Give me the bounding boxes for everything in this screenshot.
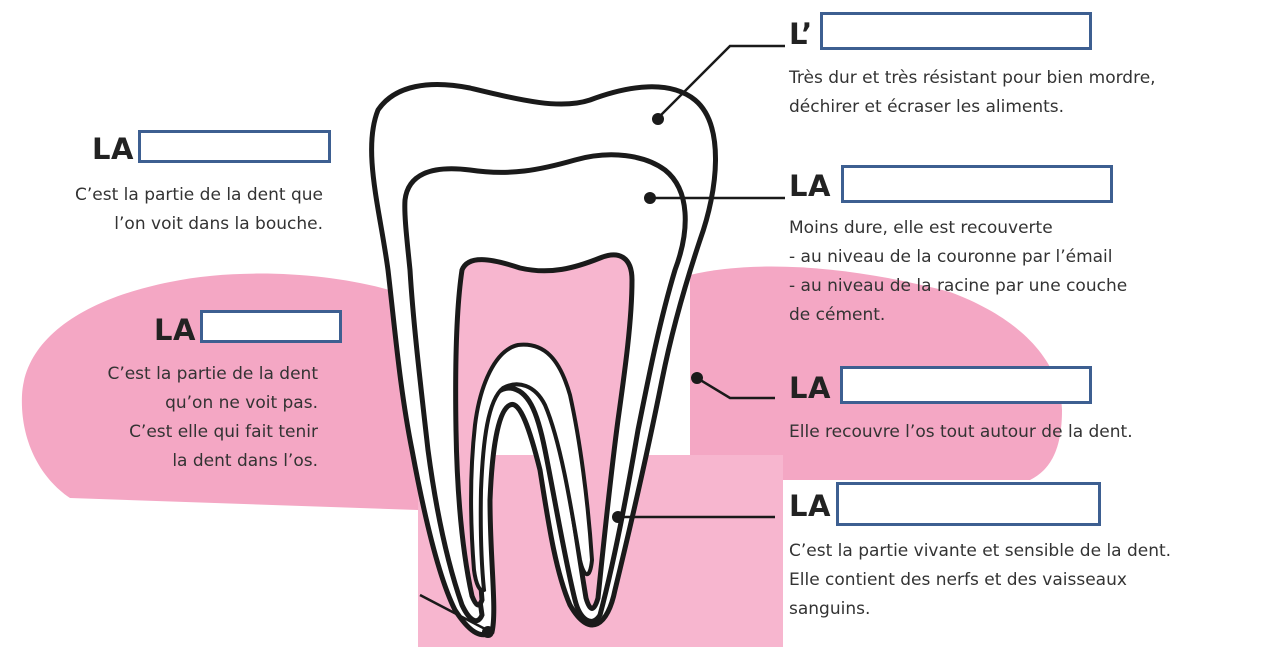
- enamel-line: déchirer et écraser les aliments.: [789, 93, 1156, 122]
- enamel-description: Très dur et très résistant pour bien mor…: [789, 64, 1156, 122]
- pulp-line: sanguins.: [789, 595, 1171, 624]
- gum-description: Elle recouvre l’os tout autour de la den…: [789, 418, 1133, 447]
- gum-line: Elle recouvre l’os tout autour de la den…: [789, 418, 1133, 447]
- dentin-title: LA: [789, 172, 831, 201]
- root-answer-box[interactable]: [200, 310, 342, 343]
- crown-title: LA: [92, 135, 134, 164]
- gum-title: LA: [789, 374, 831, 403]
- pulp-line: C’est la partie vivante et sensible de l…: [789, 537, 1171, 566]
- root-line: C’est elle qui fait tenir: [0, 418, 318, 447]
- dentin-line: Moins dure, elle est recouverte: [789, 214, 1127, 243]
- crown-answer-box[interactable]: [138, 130, 331, 163]
- dentin-line: de cément.: [789, 301, 1127, 330]
- pulp-answer-box[interactable]: [836, 482, 1101, 526]
- pulp-line: Elle contient des nerfs et des vaisseaux: [789, 566, 1171, 595]
- dentin-line: - au niveau de la racine par une couche: [789, 272, 1127, 301]
- enamel-answer-box[interactable]: [820, 12, 1092, 50]
- root-line: C’est la partie de la dent: [0, 360, 318, 389]
- enamel-title: L’: [789, 20, 813, 49]
- crown-line: C’est la partie de la dent que: [0, 181, 323, 210]
- enamel-line: Très dur et très résistant pour bien mor…: [789, 64, 1156, 93]
- dentin-answer-box[interactable]: [841, 165, 1113, 203]
- dentin-line: - au niveau de la couronne par l’émail: [789, 243, 1127, 272]
- root-line: qu’on ne voit pas.: [0, 389, 318, 418]
- root-description: C’est la partie de la dent qu’on ne voit…: [0, 360, 318, 476]
- crown-line: l’on voit dans la bouche.: [0, 210, 323, 239]
- dentin-description: Moins dure, elle est recouverte - au niv…: [789, 214, 1127, 330]
- root-title: LA: [154, 316, 196, 345]
- pulp-description: C’est la partie vivante et sensible de l…: [789, 537, 1171, 624]
- gum-answer-box[interactable]: [840, 366, 1092, 404]
- crown-description: C’est la partie de la dent que l’on voit…: [0, 181, 323, 239]
- pulp-title: LA: [789, 492, 831, 521]
- root-line: la dent dans l’os.: [0, 447, 318, 476]
